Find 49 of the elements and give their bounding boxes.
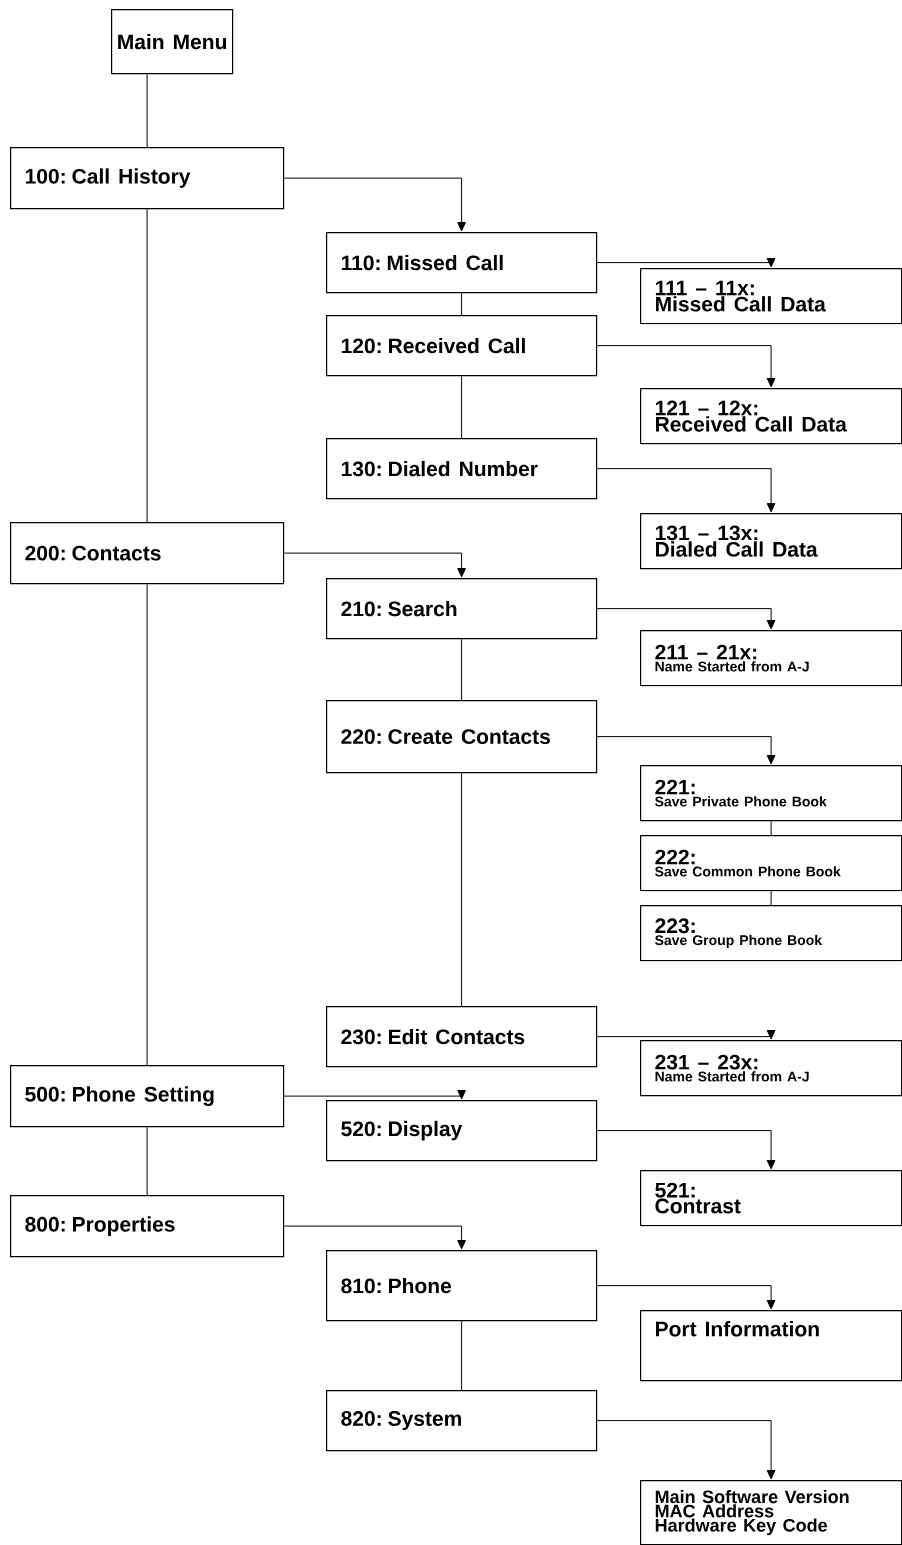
arrow bbox=[596, 257, 776, 268]
menu-box: 210: Search bbox=[326, 578, 598, 640]
arrow bbox=[596, 736, 776, 765]
arrow bbox=[596, 1130, 776, 1170]
menu-box: 120: Received Call bbox=[326, 315, 598, 377]
connector-line bbox=[461, 638, 463, 701]
connector-line bbox=[770, 890, 772, 906]
connector-line bbox=[146, 583, 148, 1066]
arrow bbox=[283, 177, 466, 232]
menu-box: Port Information bbox=[640, 1310, 902, 1382]
arrow bbox=[596, 1420, 776, 1480]
menu-box: 221: Save Private Phone Book bbox=[640, 765, 902, 822]
menu-box: 820: System bbox=[326, 1390, 598, 1452]
menu-box: 200: Contacts bbox=[10, 522, 285, 585]
menu-box: 521: Contrast bbox=[640, 1170, 902, 1227]
menu-box: 810: Phone bbox=[326, 1250, 598, 1322]
arrow bbox=[596, 345, 776, 388]
connector-line bbox=[146, 208, 148, 523]
menu-box: 222: Save Common Phone Book bbox=[640, 835, 902, 892]
menu-box: 110: Missed Call bbox=[326, 232, 598, 294]
arrow bbox=[596, 608, 776, 630]
connector-line bbox=[770, 820, 772, 836]
arrow bbox=[596, 1029, 776, 1040]
arrow bbox=[283, 1089, 466, 1100]
connector-line bbox=[461, 772, 463, 1007]
menu-box: 211 – 21x: Name Started from A-J bbox=[640, 630, 902, 687]
connector-line bbox=[461, 1320, 463, 1391]
menu-box: 131 – 13x: Dialed Call Data bbox=[640, 513, 902, 570]
connector-line bbox=[461, 292, 463, 316]
menu-box: 220: Create Contacts bbox=[326, 700, 598, 774]
menu-box: 800: Properties bbox=[10, 1195, 285, 1258]
connector-line bbox=[146, 1126, 148, 1196]
menu-box: 100: Call History bbox=[10, 147, 285, 210]
menu-box: 500: Phone Setting bbox=[10, 1065, 285, 1128]
arrow bbox=[596, 1285, 776, 1310]
menu-box: 230: Edit Contacts bbox=[326, 1006, 598, 1068]
connector-line bbox=[461, 375, 463, 439]
menu-box: 111 – 11x: Missed Call Data bbox=[640, 268, 902, 325]
menu-box: 520: Display bbox=[326, 1100, 598, 1162]
menu-box: 231 – 23x: Name Started from A-J bbox=[640, 1040, 902, 1097]
menu-box: Main Software Version MAC Address Hardware Key Code bbox=[640, 1480, 902, 1545]
menu-box: 223: Save Group Phone Book bbox=[640, 905, 902, 962]
connector-line bbox=[146, 73, 148, 148]
menu-box: Main Menu bbox=[111, 9, 234, 75]
menu-box: 121 – 12x: Received Call Data bbox=[640, 388, 902, 445]
arrow bbox=[283, 1225, 466, 1250]
arrow bbox=[596, 468, 776, 513]
arrow bbox=[283, 552, 466, 578]
menu-box: 130: Dialed Number bbox=[326, 438, 598, 500]
